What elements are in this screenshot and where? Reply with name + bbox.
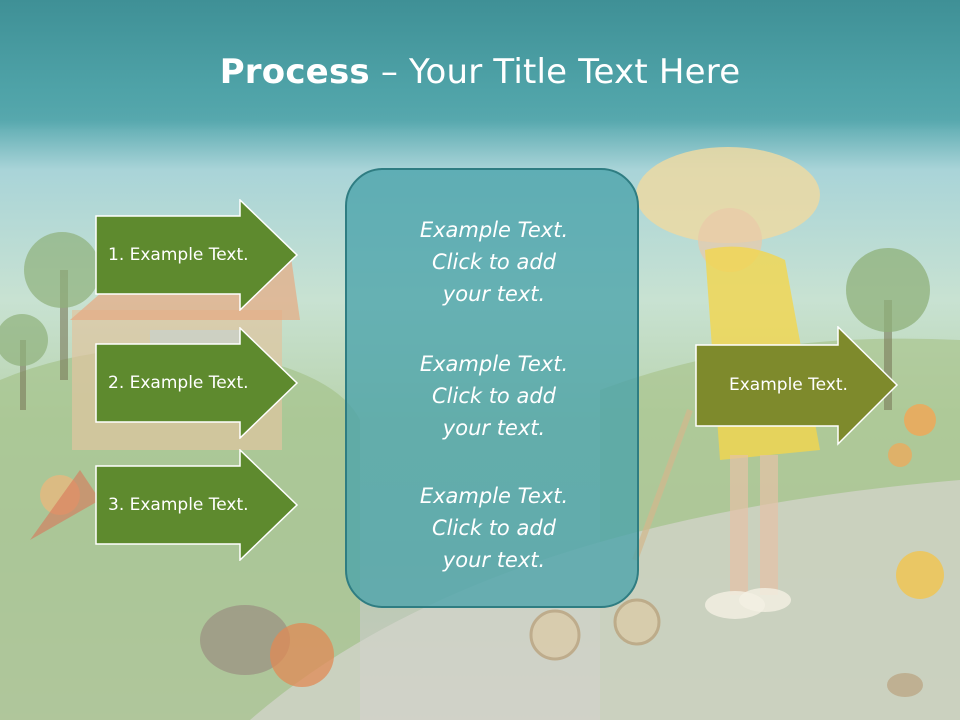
left-arrow-3-label[interactable]: 3. Example Text. <box>108 495 249 515</box>
center-paragraph-1[interactable]: Example Text. Click to add your text. <box>347 214 641 310</box>
left-arrow-1-shape[interactable] <box>95 199 299 311</box>
paragraph-1-line-2: Click to add <box>431 250 556 274</box>
paragraph-2-line-3: your text. <box>442 416 546 440</box>
title-rest-part: – Your Title Text Here <box>369 52 741 92</box>
paragraph-3-line-1: Example Text. <box>419 484 569 508</box>
left-arrow-1-label[interactable]: 1. Example Text. <box>108 245 249 265</box>
left-arrow-2-label[interactable]: 2. Example Text. <box>108 373 249 393</box>
paragraph-2-line-1: Example Text. <box>419 352 569 376</box>
title-band <box>0 0 960 130</box>
right-arrow-shape[interactable] <box>695 326 899 446</box>
center-text-box[interactable]: Example Text. Click to add your text. Ex… <box>345 168 639 608</box>
slide-title[interactable]: Process – Your Title Text Here <box>0 52 960 92</box>
paragraph-2-line-2: Click to add <box>431 384 556 408</box>
center-paragraph-2[interactable]: Example Text. Click to add your text. <box>347 348 641 444</box>
title-bold-part: Process <box>219 52 370 92</box>
center-paragraph-3[interactable]: Example Text. Click to add your text. <box>347 480 641 576</box>
paragraph-1-line-3: your text. <box>442 282 546 306</box>
paragraph-3-line-2: Click to add <box>431 516 556 540</box>
left-arrow-3-shape[interactable] <box>95 449 299 561</box>
paragraph-1-line-1: Example Text. <box>419 218 569 242</box>
left-arrow-2-shape[interactable] <box>95 327 299 439</box>
right-arrow-label[interactable]: Example Text. <box>729 375 848 395</box>
paragraph-3-line-3: your text. <box>442 548 546 572</box>
